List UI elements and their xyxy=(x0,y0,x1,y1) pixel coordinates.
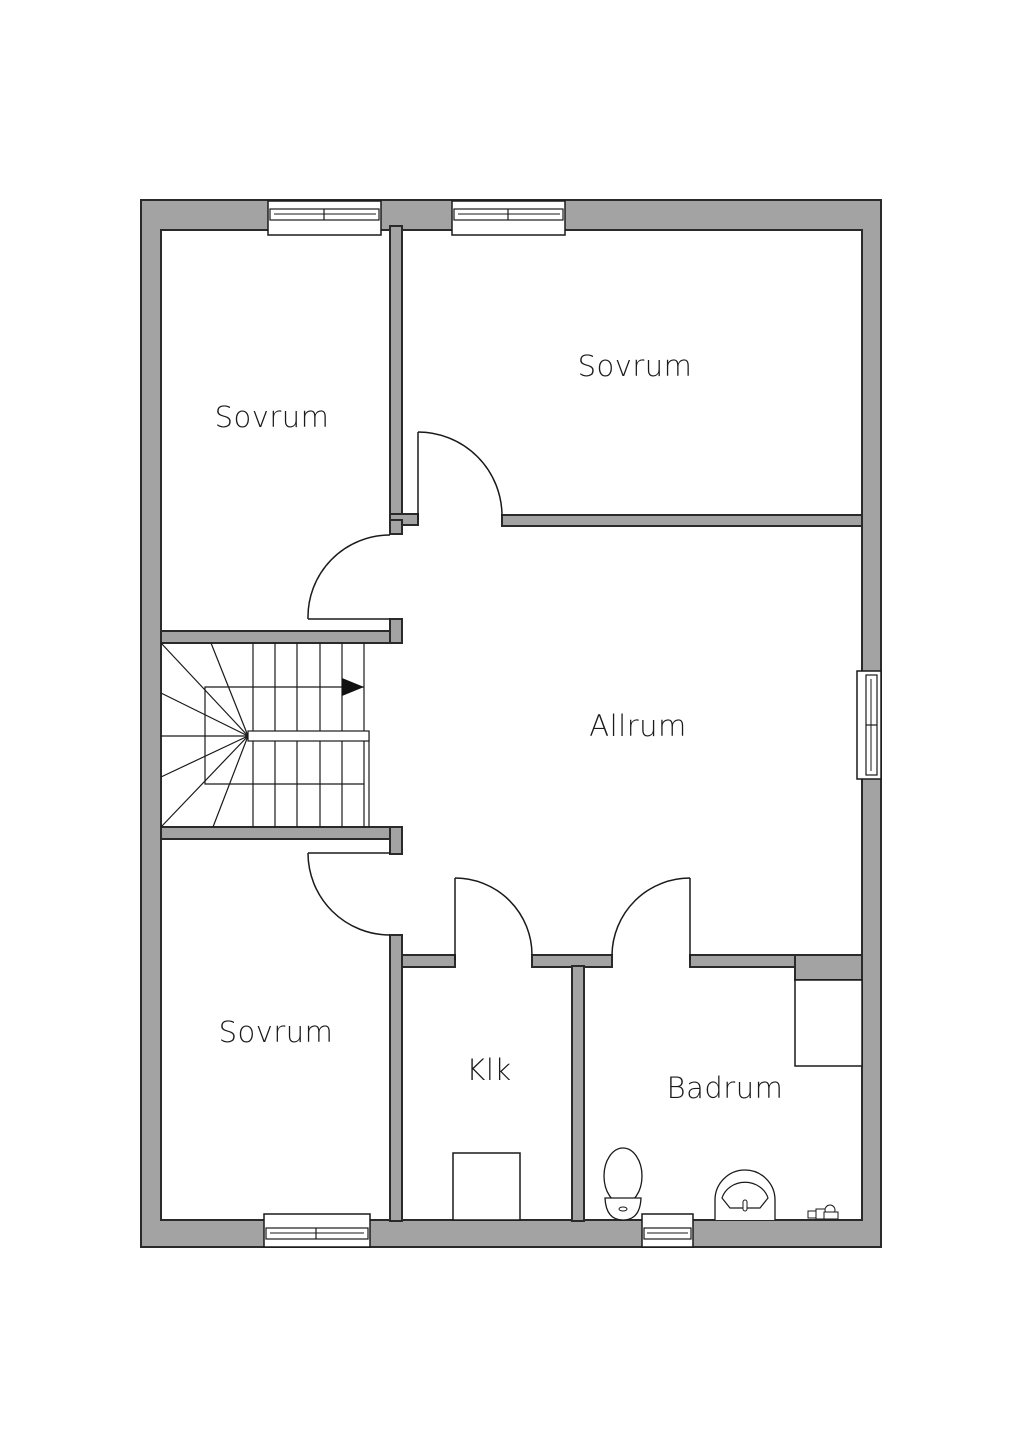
sink-icon xyxy=(714,1169,776,1220)
window-top-left xyxy=(267,200,382,236)
bathroom-cabinet xyxy=(794,979,863,1067)
door-bedroom-bottom-left xyxy=(307,852,391,936)
exterior-walls xyxy=(140,199,882,1248)
doors xyxy=(307,431,691,960)
room-label-bedroom-bottom-left: Sovrum xyxy=(218,1015,334,1049)
window-top-right xyxy=(451,200,566,236)
window-right xyxy=(856,670,882,780)
door-closet xyxy=(454,877,533,960)
toilet-icon xyxy=(603,1147,643,1221)
door-bathroom xyxy=(611,877,691,960)
door-bedroom-top-left xyxy=(307,534,391,620)
room-label-bedroom-top-left: Sovrum xyxy=(214,400,330,434)
room-label-closet: Klk xyxy=(466,1053,512,1087)
arrow-right-icon xyxy=(342,678,364,696)
windows xyxy=(263,200,882,1248)
interior-walls xyxy=(160,225,863,1222)
faucet-icon xyxy=(807,1204,839,1220)
room-label-living-room: Allrum xyxy=(589,709,687,743)
closet-cabinet xyxy=(452,1152,521,1221)
room-label-bathroom: Badrum xyxy=(666,1071,784,1105)
window-bathroom xyxy=(641,1213,694,1248)
door-bedroom-top-right xyxy=(417,431,503,520)
stairs-icon xyxy=(160,642,370,828)
room-label-bedroom-top-right: Sovrum xyxy=(577,349,693,383)
window-bottom-left xyxy=(263,1213,371,1248)
